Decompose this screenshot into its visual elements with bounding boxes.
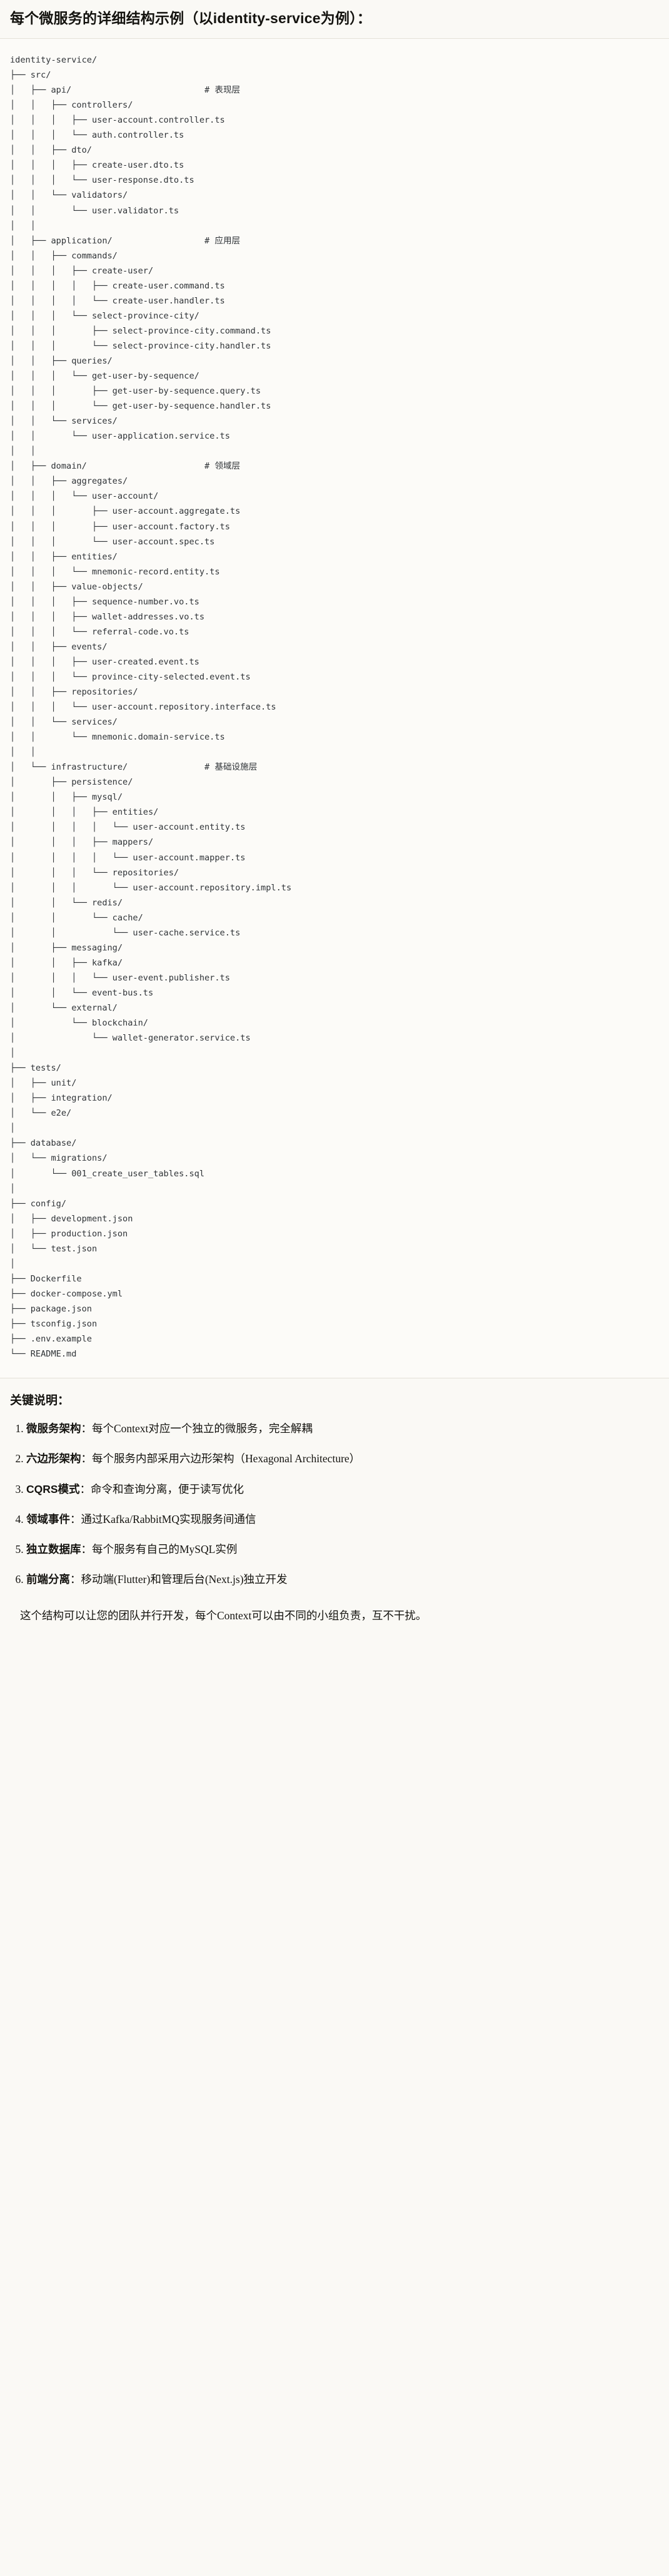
directory-tree-block: identity-service/ ├── src/ │ ├── api/ # … [0,39,669,1378]
page-title: 每个微服务的详细结构示例（以identity-service为例）： [10,10,372,26]
key-point-term: 领域事件 [26,1512,70,1525]
document-page: 每个微服务的详细结构示例（以identity-service为例）： ident… [0,0,669,1644]
key-point-term: 六边形架构 [26,1452,81,1465]
key-points-heading: 关键说明： [10,1394,70,1408]
list-item: 微服务架构：每个Context对应一个独立的微服务，完全解耦 [26,1420,659,1437]
key-point-desc: ：通过Kafka/RabbitMQ实现服务间通信 [70,1512,256,1525]
directory-tree: identity-service/ ├── src/ │ ├── api/ # … [10,55,292,1360]
key-points-section: 关键说明： 微服务架构：每个Context对应一个独立的微服务，完全解耦 六边形… [0,1378,669,1644]
key-point-desc: ：每个服务内部采用六边形架构（Hexagonal Architecture） [81,1452,361,1465]
list-item: 前端分离：移动端(Flutter)和管理后台(Next.js)独立开发 [26,1571,659,1587]
key-points-footer: 这个结构可以让您的团队并行开发，每个Context可以由不同的小组负责，互不干扰… [20,1609,427,1622]
list-item: CQRS模式：命令和查询分离，便于读写优化 [26,1481,659,1497]
key-point-term: 独立数据库 [26,1543,81,1556]
title-divider [0,38,669,39]
list-item: 六边形架构：每个服务内部采用六边形架构（Hexagonal Architectu… [26,1450,659,1467]
key-point-term: 微服务架构 [26,1422,81,1435]
key-point-term: 前端分离 [26,1573,70,1586]
key-point-desc: ：每个Context对应一个独立的微服务，完全解耦 [81,1422,313,1435]
key-points-list: 微服务架构：每个Context对应一个独立的微服务，完全解耦 六边形架构：每个服… [10,1420,659,1588]
key-point-desc: ：每个服务有自己的MySQL实例 [81,1543,238,1556]
list-item: 独立数据库：每个服务有自己的MySQL实例 [26,1541,659,1557]
key-point-desc: ：移动端(Flutter)和管理后台(Next.js)独立开发 [70,1573,288,1586]
key-point-desc: ：命令和查询分离，便于读写优化 [79,1482,244,1495]
key-point-term: CQRS模式 [26,1482,80,1495]
list-item: 领域事件：通过Kafka/RabbitMQ实现服务间通信 [26,1511,659,1527]
